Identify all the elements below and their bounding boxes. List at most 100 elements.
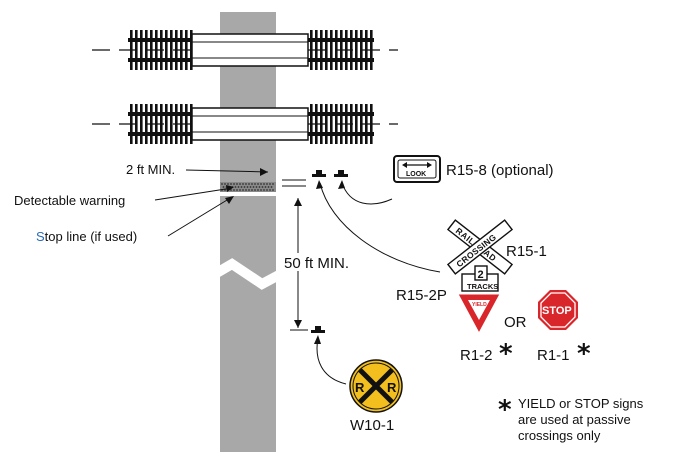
rail-tie <box>335 30 338 70</box>
rail-tie <box>180 30 183 70</box>
rail-tie <box>365 104 368 144</box>
break-mark <box>205 258 295 290</box>
warning-dot <box>240 186 243 188</box>
rail-tie <box>355 104 358 144</box>
warning-dot <box>270 186 273 188</box>
rail-tie <box>140 30 143 70</box>
rail-tie <box>320 30 323 70</box>
rail-tie <box>130 104 133 144</box>
rail-tie <box>315 104 318 144</box>
r1-2-asterisk: * <box>499 339 513 369</box>
yield-sign: YIELD <box>457 293 501 335</box>
rail-tie <box>175 104 178 144</box>
distance-label-bg <box>282 253 344 271</box>
min-width-label: 2 ft MIN. <box>126 162 175 177</box>
warning-dot <box>246 186 249 188</box>
footnote-line-3: crossings only <box>518 428 601 443</box>
rail-tie <box>365 30 368 70</box>
rail-tie <box>135 30 138 70</box>
rail-tie <box>145 104 148 144</box>
rail-tie <box>355 30 358 70</box>
rail-tie <box>315 30 318 70</box>
warning-dot <box>252 186 255 188</box>
warning-dot <box>248 189 250 191</box>
crossbuck-leader <box>319 182 441 273</box>
stop-line-label: Stop line (if used) <box>36 229 137 244</box>
distance-arrow-top <box>294 198 302 206</box>
rail-tie <box>330 30 333 70</box>
rail-tie <box>150 104 153 144</box>
min-width-leader <box>185 169 269 173</box>
rail-tie <box>340 104 343 144</box>
w10-1-leader <box>316 337 347 385</box>
r1-1-label: R1-1 <box>537 347 570 364</box>
warning-dot <box>234 186 237 188</box>
rail-tie <box>330 104 333 144</box>
warning-dot <box>245 189 247 191</box>
stop-line-arrow <box>225 196 234 204</box>
rail-tie <box>360 30 363 70</box>
warning-dot <box>254 183 256 185</box>
warning-dot <box>255 186 258 188</box>
rail-tie <box>165 104 168 144</box>
warning-dot <box>257 183 259 185</box>
rail-tie <box>140 104 143 144</box>
warning-dot <box>222 186 225 188</box>
rail-tie <box>325 104 328 144</box>
warning-dot <box>224 183 226 185</box>
warning-dot <box>269 189 271 191</box>
distance-arrow-bottom <box>294 320 302 328</box>
warning-dot <box>266 183 268 185</box>
footnote-asterisk: * <box>498 395 512 425</box>
advance-warning-sign: R R <box>349 359 403 413</box>
warning-dot <box>242 183 244 185</box>
look-sign-text: LOOK <box>406 171 426 178</box>
warning-dot <box>272 183 274 185</box>
warning-dot <box>239 183 241 185</box>
rail-tie <box>335 104 338 144</box>
yield-text: YIELD <box>472 302 487 308</box>
rail-tie <box>350 30 353 70</box>
warning-dot <box>230 183 232 185</box>
rail-tie <box>370 104 373 144</box>
min-width-arrow <box>260 168 268 176</box>
footnote-line-1: YIELD or STOP signs <box>518 396 644 411</box>
rail-tie <box>310 30 313 70</box>
warning-dot <box>260 189 262 191</box>
warning-dot <box>261 186 264 188</box>
rail-tie <box>360 104 363 144</box>
warning-dot <box>257 189 259 191</box>
warning-dot <box>236 189 238 191</box>
advance-warning-r-left: R <box>355 380 365 395</box>
rail-tie <box>370 30 373 70</box>
sign-post-look <box>334 170 348 177</box>
distance-label: 50 ft MIN. <box>284 255 349 272</box>
warning-dot <box>266 189 268 191</box>
rail-tie <box>155 30 158 70</box>
warning-dot <box>221 183 223 185</box>
tracks-plaque: 2 TRACKS <box>461 265 499 292</box>
rail-track-2 <box>92 104 398 144</box>
warning-dot <box>249 186 252 188</box>
rail-tie <box>185 104 188 144</box>
stop-line <box>220 192 276 196</box>
rail-tie <box>310 104 313 144</box>
or-label: OR <box>504 314 527 331</box>
rail-tie <box>325 30 328 70</box>
stop-line-leader <box>167 196 233 237</box>
advance-warning-r-right: R <box>387 380 397 395</box>
look-sign: LOOK <box>393 155 441 183</box>
warning-dot <box>248 183 250 185</box>
warning-dot <box>267 186 270 188</box>
sign-post-advance <box>311 326 325 333</box>
rail-tie <box>130 30 133 70</box>
warning-dot <box>242 189 244 191</box>
warning-dot <box>239 189 241 191</box>
warning-dot <box>233 183 235 185</box>
rail-tie <box>160 104 163 144</box>
rail-tie <box>350 104 353 144</box>
rail-track-1 <box>92 30 398 70</box>
r15-8-leader-arrow <box>338 180 345 189</box>
rail-tie <box>175 30 178 70</box>
